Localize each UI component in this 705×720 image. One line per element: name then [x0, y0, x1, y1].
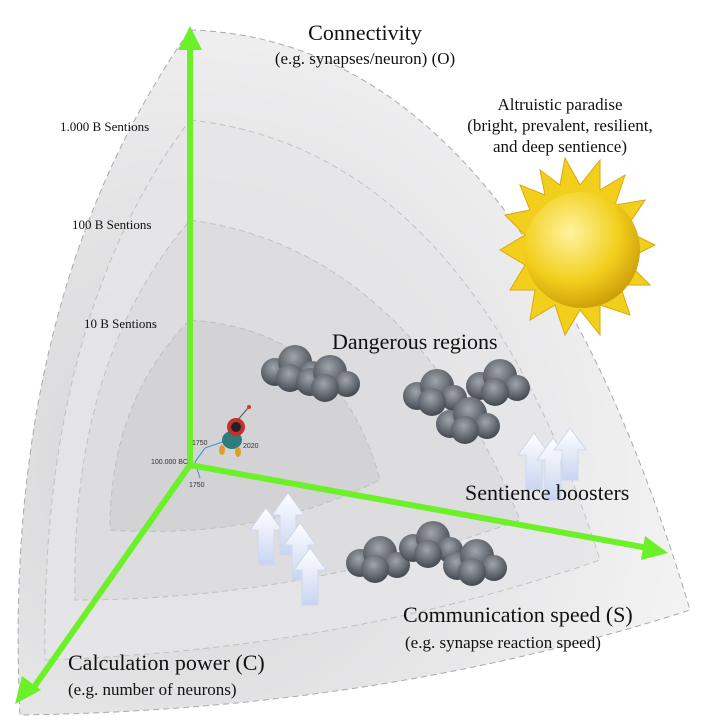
axes: [15, 26, 668, 704]
communication-axis-subtitle: (e.g. synapse reaction speed): [405, 633, 601, 652]
timeline-origin: 100.000 BC: [151, 459, 188, 466]
dangerous-regions-label: Dangerous regions: [332, 329, 498, 354]
shell-label-1000b: 1.000 B Sentions: [60, 119, 150, 134]
connectivity-axis-title: Connectivity: [308, 20, 422, 45]
timeline-now-year: 2020: [243, 443, 259, 450]
paradise-line-1: Altruistic paradise: [497, 95, 623, 114]
paradise-line-3: and deep sentience): [492, 137, 628, 156]
altruistic-paradise-label: Altruistic paradise (bright, prevalent, …: [440, 94, 680, 157]
calculation-axis-subtitle: (e.g. number of neurons): [68, 680, 237, 699]
calculation-axis-title: Calculation power (C): [68, 650, 265, 675]
communication-axis-title: Communication speed (S): [403, 602, 633, 627]
sun-icon: [499, 156, 657, 337]
sentience-boosters-label: Sentience boosters: [465, 480, 630, 505]
storm-clouds-icon: [261, 345, 530, 586]
connectivity-axis-subtitle: (e.g. synapses/neuron) (O): [274, 49, 456, 68]
robot-icon: [219, 405, 251, 457]
booster-arrows-icon: [249, 427, 587, 606]
paradise-line-2: (bright, prevalent, resilient,: [467, 116, 653, 135]
timeline-o-year: 1750: [192, 440, 208, 447]
shell-label-100b: 100 B Sentions: [72, 217, 152, 232]
timeline-c-year: 1750: [189, 482, 205, 489]
shell-label-10b: 10 B Sentions: [84, 316, 157, 331]
sentience-timeline: [194, 439, 229, 479]
